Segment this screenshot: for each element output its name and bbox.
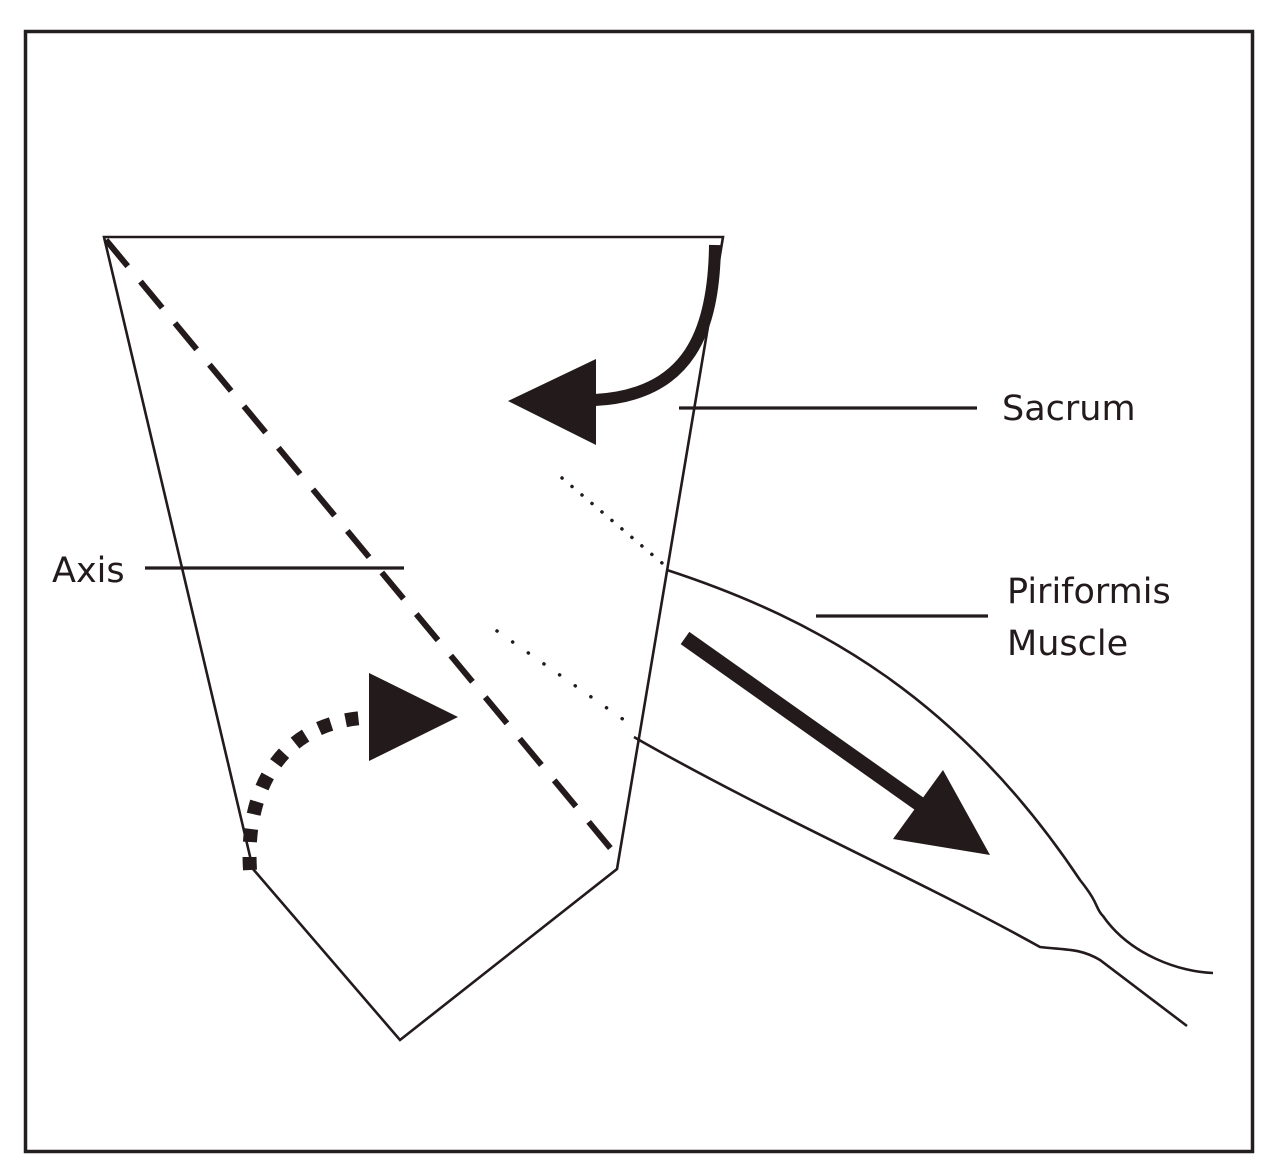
figure-frame	[23, 29, 1255, 1154]
piriformis-label-line1: Piriformis	[1007, 572, 1171, 612]
pull-arrow-shaft	[680, 631, 933, 817]
muscle-attachment-line-upper	[560, 476, 664, 565]
sacrum-label: Sacrum	[1002, 389, 1136, 429]
pull-arrow	[680, 631, 990, 855]
rotation-arrow-lower-head	[369, 673, 458, 761]
muscle-attachment-line-lower	[495, 629, 636, 729]
axis-line	[103, 238, 615, 852]
piriformis-label-line2: Muscle	[1007, 624, 1128, 664]
sacrum-outline	[102, 235, 725, 1042]
piriformis-muscle-upper-edge	[666, 568, 1214, 975]
piriformis-muscle-lower-edge	[633, 735, 1188, 1028]
pull-arrow-head	[893, 770, 990, 855]
rotation-arrow-upper-head	[508, 359, 596, 445]
rotation-arrow-upper	[508, 244, 721, 445]
rotation-arrow-lower-shaft	[242, 711, 363, 871]
rotation-arrow-lower	[242, 673, 458, 871]
axis-label: Axis	[52, 551, 125, 591]
rotation-arrow-upper-shaft	[594, 244, 721, 406]
